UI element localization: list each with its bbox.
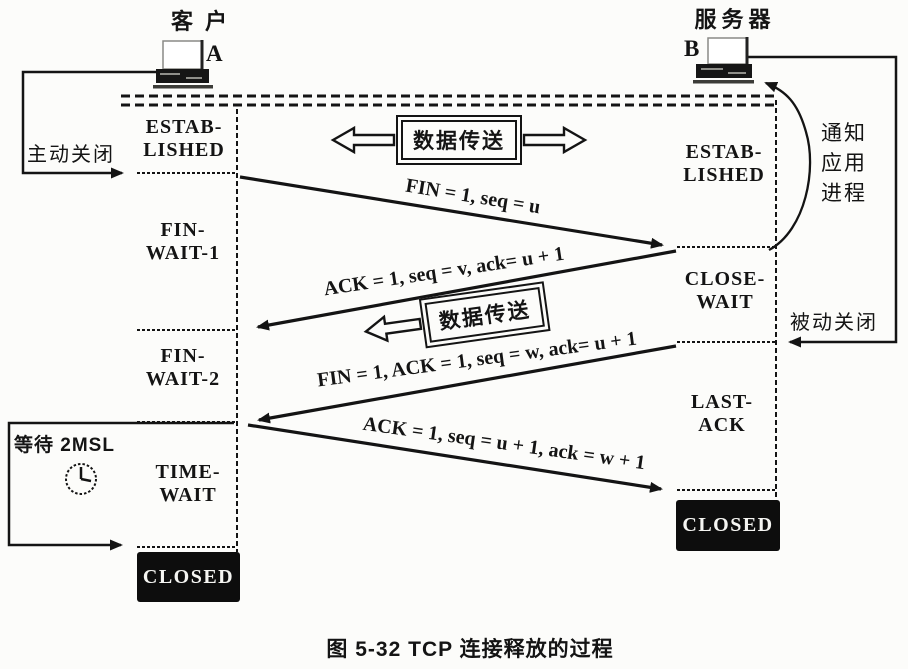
fin-segment-arrow xyxy=(239,175,664,249)
client-state-fin-wait-1: FIN- WAIT-1 xyxy=(145,219,221,264)
data-transfer-box: 数据传送 xyxy=(396,115,522,165)
passive-close-bracket-arrow xyxy=(746,55,898,348)
wait-2msl-label: 等待 2MSL xyxy=(14,435,115,456)
server-state-last-ack: LAST- ACK xyxy=(690,391,754,436)
server-role-label: 服务器 xyxy=(694,7,776,32)
server-host-label: B xyxy=(684,36,700,61)
ack-of-fin-segment-arrow xyxy=(256,249,677,331)
server-state-close-wait: CLOSE- WAIT xyxy=(684,268,766,313)
data-transfer-top: 数据传送 xyxy=(330,115,588,165)
client-state-established: ESTAB- LISHED xyxy=(143,116,225,161)
connection-dashed-lines xyxy=(121,94,776,107)
double-hollow-arrow-left-icon xyxy=(330,125,396,155)
double-hollow-arrow-left-icon xyxy=(363,314,423,343)
passive-close-label: 被动关闭 xyxy=(790,312,878,334)
client-state-time-wait: TIME- WAIT xyxy=(155,461,221,506)
computer-icon xyxy=(153,40,213,89)
double-hollow-arrow-right-icon xyxy=(522,125,588,155)
clock-icon xyxy=(65,463,97,495)
fin-ack-segment-arrow xyxy=(257,344,677,424)
figure-caption: 图 5-32 TCP 连接释放的过程 xyxy=(326,638,614,661)
client-state-fin-wait-2: FIN- WAIT-2 xyxy=(145,345,221,390)
final-ack-segment-arrow xyxy=(247,423,663,493)
client-role-label: 客户 xyxy=(170,9,239,34)
client-state-closed-badge: CLOSED xyxy=(137,552,240,602)
active-close-label: 主动关闭 xyxy=(27,144,115,166)
notify-app-label: 通知 应用 进程 xyxy=(821,122,867,205)
computer-icon xyxy=(693,37,754,84)
client-host-label: A xyxy=(206,41,223,66)
data-transfer-mid: 数据传送 xyxy=(360,281,551,355)
wait-2msl-bracket-arrow xyxy=(7,421,234,551)
active-close-bracket-arrow xyxy=(21,70,160,179)
server-state-established: ESTAB- LISHED xyxy=(683,141,765,186)
server-state-ticks xyxy=(677,246,775,491)
server-state-closed-badge: CLOSED xyxy=(676,500,780,551)
notify-app-curve-arrow xyxy=(764,81,812,252)
